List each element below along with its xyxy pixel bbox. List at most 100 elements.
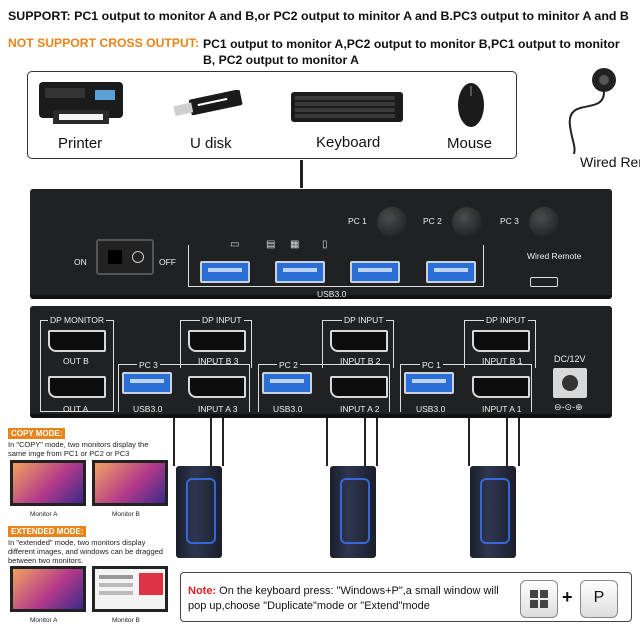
pc1-button-label: PC 1 — [348, 216, 367, 226]
usb-stick-icon: ▭ — [230, 239, 240, 250]
pc2-label: PC 2 — [277, 360, 300, 370]
keyboard-label: Keyboard — [316, 134, 381, 151]
extended-monitor-a-label: Monitor A — [30, 617, 58, 624]
pc1-button[interactable] — [377, 207, 407, 237]
extended-monitor-b — [92, 566, 168, 612]
usb-port-1[interactable] — [200, 261, 250, 283]
input-a3-label: INPUT A 3 — [198, 404, 238, 414]
dc-polarity-icon: ⊖-⊙-⊕ — [554, 402, 583, 412]
pc1-input-b-port[interactable] — [472, 330, 530, 352]
copy-mode-text: In "COPY" mode, two monitors display the… — [8, 440, 149, 458]
pc2-bracket — [258, 364, 390, 412]
p-key[interactable]: P — [580, 580, 618, 618]
pc1-dp-input-label: DP INPUT — [484, 315, 528, 325]
pc2-dp-cable-1 — [364, 418, 366, 466]
keyboard-icon — [290, 90, 404, 124]
printer-label: Printer — [58, 135, 103, 152]
pc3-input-a-port[interactable] — [188, 376, 246, 398]
plus-sign: + — [562, 587, 573, 607]
pc2-tower-icon — [330, 466, 376, 558]
pc1-input-a-port[interactable] — [472, 376, 530, 398]
pc2-usb-port[interactable] — [262, 372, 312, 394]
copy-monitor-b — [92, 460, 168, 506]
peripherals-panel — [27, 71, 517, 159]
out-a-label: OUT A — [63, 404, 89, 414]
not-support-text: PC1 output to monitor A,PC2 output to mo… — [203, 37, 620, 67]
power-off-label: OFF — [159, 257, 176, 267]
pc3-dp-cable-2 — [222, 418, 224, 466]
not-support-label: NOT SUPPORT CROSS OUTPUT: — [8, 36, 199, 50]
pc3-usb-label: USB3.0 — [133, 404, 163, 414]
copy-monitor-a — [10, 460, 86, 506]
pc2-button[interactable] — [452, 207, 482, 237]
note-box — [180, 572, 632, 622]
note-label: Note: — [188, 585, 217, 597]
pc3-input-b-port[interactable] — [188, 330, 246, 352]
power-switch[interactable] — [96, 239, 154, 275]
kvm-rear-panel: DP MONITOR OUT B OUT A PC 3 USB3.0 DP IN… — [30, 306, 612, 418]
dp-out-b-port[interactable] — [48, 330, 106, 352]
note-text: Note: On the keyboard press: "Windows+P"… — [188, 584, 508, 614]
wired-remote-label: Wired Remote — [580, 154, 640, 170]
extended-mode-tag: EXTENDED MODE: — [8, 526, 87, 537]
windows-logo-icon — [530, 590, 548, 608]
out-b-label: OUT B — [63, 356, 89, 366]
dc-power-port[interactable] — [553, 368, 587, 398]
keyboard-small-icon: ▦ — [290, 239, 300, 250]
wired-remote-port-label: Wired Remote — [527, 251, 582, 261]
mouse-label: Mouse — [447, 135, 493, 152]
usb-port-3[interactable] — [350, 261, 400, 283]
pc1-cable — [468, 418, 470, 466]
pc2-input-a-port[interactable] — [330, 376, 388, 398]
pc3-button[interactable] — [529, 207, 559, 237]
input-b3-label: INPUT B 3 — [198, 356, 239, 366]
note-body: On the keyboard press: "Windows+P",a sma… — [188, 585, 499, 612]
device-icons: ▭ ▤ ▦ ▯ — [230, 239, 350, 251]
extended-monitor-b-label: Monitor B — [112, 617, 140, 624]
pc1-dp-cable-2 — [518, 418, 520, 466]
pc1-tower-icon — [470, 466, 516, 558]
windows-key[interactable] — [520, 580, 558, 618]
udisk-label: U disk — [190, 135, 232, 152]
pc1-label: PC 1 — [420, 360, 443, 370]
pc1-usb-label: USB3.0 — [416, 404, 446, 414]
pc3-bracket — [118, 364, 250, 412]
mouse-icon — [455, 80, 487, 130]
extended-monitor-a — [10, 566, 86, 612]
copy-mode-tag: COPY MODE: — [8, 428, 66, 439]
mouse-small-icon: ▯ — [322, 239, 328, 250]
pc1-usb-port[interactable] — [404, 372, 454, 394]
pc2-usb-label: USB3.0 — [273, 404, 303, 414]
pc2-dp-input-label: DP INPUT — [342, 315, 386, 325]
printer-small-icon: ▤ — [266, 239, 276, 250]
pc3-dp-input-label: DP INPUT — [200, 315, 244, 325]
pc3-label: PC 3 — [137, 360, 160, 370]
copy-monitor-a-label: Monitor A — [30, 511, 58, 518]
kvm-front-panel: ON OFF PC 1 PC 2 PC 3 USB3.0 ▭ ▤ ▦ ▯ Wir… — [30, 189, 612, 299]
usb-cable — [300, 160, 303, 188]
pc2-input-b-port[interactable] — [330, 330, 388, 352]
input-a1-label: INPUT A 1 — [482, 404, 522, 414]
copy-monitor-b-label: Monitor B — [112, 511, 140, 518]
support-text: SUPPORT: PC1 output to monitor A and B,o… — [8, 9, 629, 23]
usb-port-4[interactable] — [426, 261, 476, 283]
pc3-usb-port[interactable] — [122, 372, 172, 394]
pc2-dp-cable-2 — [376, 418, 378, 466]
dp-monitor-label: DP MONITOR — [48, 315, 106, 325]
wired-remote-icon — [556, 66, 626, 156]
pc3-cable — [173, 418, 175, 466]
pc3-button-label: PC 3 — [500, 216, 519, 226]
usb-port-2[interactable] — [275, 261, 325, 283]
pc1-bracket — [400, 364, 532, 412]
printer-icon — [35, 78, 127, 130]
pc2-cable — [326, 418, 328, 466]
usb-hub-label: USB3.0 — [317, 289, 347, 299]
input-b2-label: INPUT B 2 — [340, 356, 381, 366]
pc3-tower-icon — [176, 466, 222, 558]
input-b1-label: INPUT B 1 — [482, 356, 523, 366]
dp-out-a-port[interactable] — [48, 376, 106, 398]
wired-remote-port[interactable] — [530, 277, 558, 287]
input-a2-label: INPUT A 2 — [340, 404, 380, 414]
usb-drive-icon — [168, 89, 248, 120]
usb-hub-bracket — [188, 245, 484, 287]
